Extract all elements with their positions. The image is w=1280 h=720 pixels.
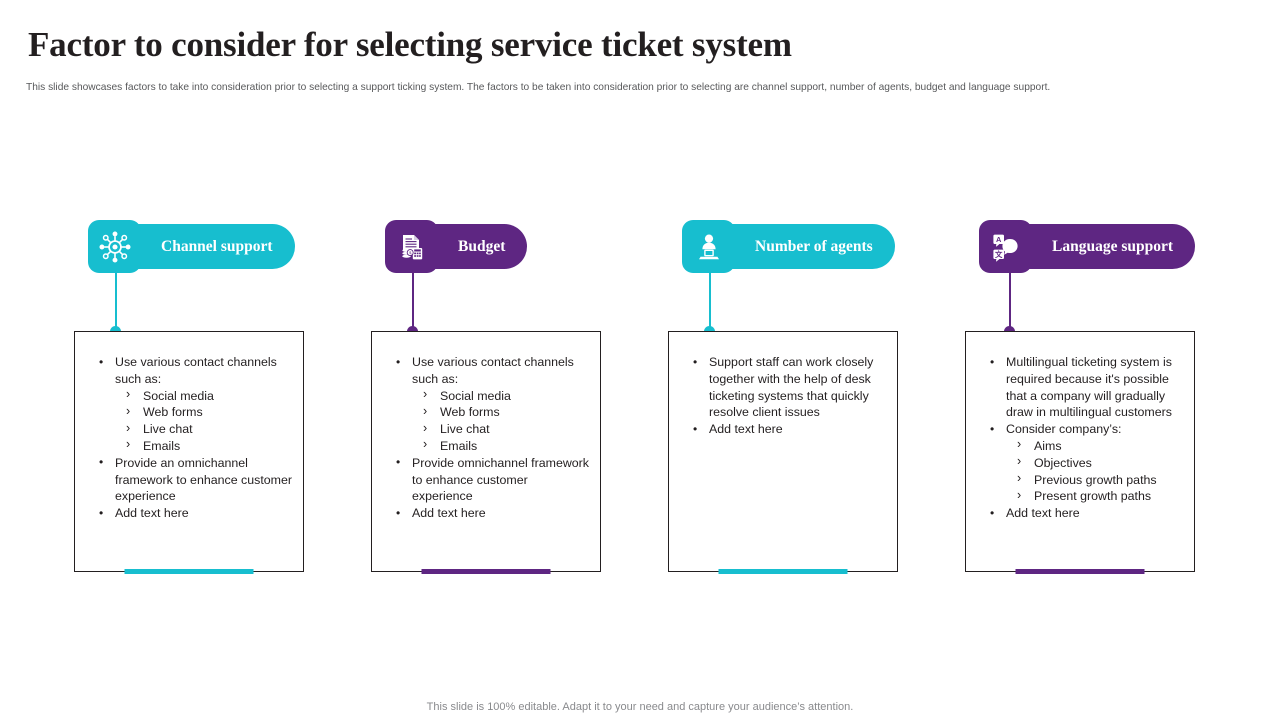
budget-document-calculator-icon: $: [385, 220, 438, 273]
sub-list-item: Previous growth paths: [1011, 470, 1184, 489]
bullet-list-language-support: Multilingual ticketing system is require…: [984, 354, 1184, 522]
factor-header-budget[interactable]: $ Budget: [385, 220, 528, 273]
sub-list-item: Social media: [120, 386, 293, 405]
factor-label-channel-support: Channel support: [135, 224, 295, 269]
sub-list-item: Aims: [1011, 437, 1184, 455]
list-item-text: Add text here: [1006, 506, 1080, 520]
agent-at-laptop-icon: [682, 220, 735, 273]
factor-content-box-number-of-agents: Support staff can work closely together …: [668, 331, 898, 574]
sub-list-item: Web forms: [120, 403, 293, 421]
sub-list-item: Objectives: [1011, 453, 1184, 472]
factor-label-budget: Budget: [432, 224, 528, 269]
accent-bar-language-support: [1015, 569, 1145, 574]
sub-list-item: Social media: [417, 386, 590, 405]
factor-content-box-channel-support: Use various contact channels such as:Soc…: [74, 331, 304, 574]
list-item-text: Add text here: [115, 506, 189, 520]
accent-bar-number-of-agents: [718, 569, 848, 574]
accent-bar-budget: [421, 569, 551, 574]
factor-label-language-support: Language support: [1026, 224, 1196, 269]
connector-line-channel-support: [115, 273, 117, 331]
list-item-text: Provide omnichannel framework to enhance…: [412, 456, 589, 504]
bullet-list-number-of-agents: Support staff can work closely together …: [687, 354, 887, 438]
list-item: Add text here: [93, 505, 293, 522]
svg-text:A: A: [996, 234, 1002, 243]
list-item-text: Support staff can work closely together …: [709, 355, 873, 419]
page-title: Factor to consider for selecting service…: [28, 25, 792, 64]
factor-column-channel-support: Channel supportUse various contact chann…: [74, 0, 370, 720]
list-item: Support staff can work closely together …: [687, 354, 887, 421]
list-item: Multilingual ticketing system is require…: [984, 354, 1184, 421]
factor-column-budget: $ BudgetUse various contact channels such…: [371, 0, 667, 720]
svg-text:$: $: [409, 250, 412, 255]
list-item: Consider company’s:AimsObjectivesPreviou…: [984, 421, 1184, 505]
list-item-text: Provide an omnichannel framework to enha…: [115, 456, 292, 504]
factor-label-number-of-agents: Number of agents: [729, 224, 895, 269]
list-item: Use various contact channels such as:Soc…: [93, 354, 293, 455]
list-item-text: Multilingual ticketing system is require…: [1006, 355, 1172, 419]
list-item-text: Consider company’s:: [1006, 422, 1121, 436]
sub-bullet-list: AimsObjectivesPrevious growth pathsPrese…: [1011, 437, 1184, 505]
factor-column-number-of-agents: Number of agentsSupport staff can work c…: [668, 0, 964, 720]
network-hub-icon: [88, 220, 141, 273]
sub-list-item: Live chat: [120, 420, 293, 438]
factor-content-box-language-support: Multilingual ticketing system is require…: [965, 331, 1195, 574]
sub-list-item: Emails: [120, 437, 293, 455]
factor-content-box-budget: Use various contact channels such as:Soc…: [371, 331, 601, 574]
connector-line-budget: [412, 273, 414, 331]
list-item: Provide omnichannel framework to enhance…: [390, 455, 590, 505]
connector-line-number-of-agents: [709, 273, 711, 331]
slide-footer-note: This slide is 100% editable. Adapt it to…: [426, 701, 854, 713]
list-item: Add text here: [984, 505, 1184, 522]
page-subtitle: This slide showcases factors to take int…: [26, 82, 1051, 93]
sub-bullet-list: Social mediaWeb formsLive chatEmails: [417, 386, 590, 455]
bullet-list-channel-support: Use various contact channels such as:Soc…: [93, 354, 293, 522]
accent-bar-channel-support: [124, 569, 254, 574]
sub-list-item: Present growth paths: [1011, 487, 1184, 505]
sub-bullet-list: Social mediaWeb formsLive chatEmails: [120, 386, 293, 455]
list-item: Add text here: [390, 505, 590, 522]
sub-list-item: Emails: [417, 437, 590, 455]
connector-line-language-support: [1009, 273, 1011, 331]
list-item-text: Add text here: [412, 506, 486, 520]
list-item: Provide an omnichannel framework to enha…: [93, 455, 293, 505]
sub-list-item: Live chat: [417, 420, 590, 438]
svg-text:文: 文: [994, 250, 1002, 259]
list-item-text: Add text here: [709, 422, 783, 436]
factor-header-channel-support[interactable]: Channel support: [88, 220, 295, 273]
list-item-text: Use various contact channels such as:: [115, 355, 277, 386]
bullet-list-budget: Use various contact channels such as:Soc…: [390, 354, 590, 522]
list-item-text: Use various contact channels such as:: [412, 355, 574, 386]
factor-header-number-of-agents[interactable]: Number of agents: [682, 220, 895, 273]
list-item: Add text here: [687, 421, 887, 438]
list-item: Use various contact channels such as:Soc…: [390, 354, 590, 455]
sub-list-item: Web forms: [417, 403, 590, 421]
